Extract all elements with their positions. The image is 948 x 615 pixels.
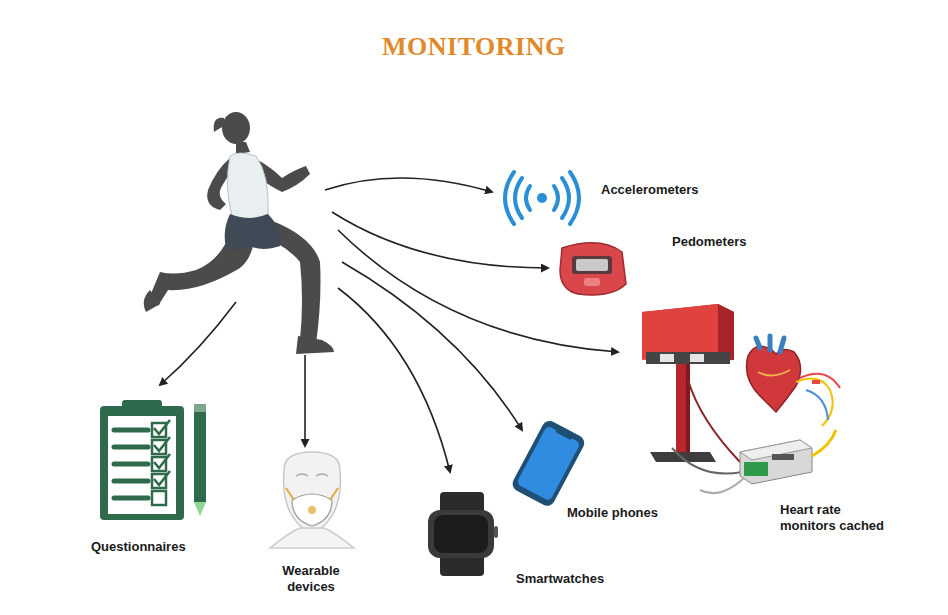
heart-rate-monitor-illustration-part <box>700 478 744 493</box>
questionnaire-icon-part-part <box>154 471 170 485</box>
tank-top <box>227 153 268 219</box>
device-label: Questionnaires <box>91 539 201 555</box>
smartwatch-icon <box>428 492 498 576</box>
shorts <box>225 214 281 250</box>
leader-arrows-part <box>325 178 492 192</box>
heart-rate-monitor-illustration-part <box>806 390 828 420</box>
questionnaire-icon-part-part <box>152 491 166 505</box>
heart-rate-monitor-illustration-part <box>642 304 718 360</box>
heart-rate-monitor-illustration-part <box>688 380 740 462</box>
questionnaire-icon-part-part <box>114 445 148 450</box>
leader-arrows-part <box>160 302 236 385</box>
heart-rate-monitor-illustration-part <box>676 364 686 452</box>
questionnaire-icon-part-part <box>114 462 148 467</box>
leader-arrows-part <box>338 288 450 472</box>
device-label: Wearable devices <box>271 563 351 595</box>
questionnaire-icon-part <box>194 410 206 502</box>
mobile-phone-icon-part <box>516 425 581 501</box>
pedometer-icon-part <box>560 243 626 295</box>
face-mask-icon <box>270 452 354 548</box>
heart-rate-monitor-illustration-part <box>796 378 833 426</box>
questionnaire-icon <box>100 400 206 520</box>
leader-arrows-part <box>342 262 522 430</box>
diagram-title: MONITORING <box>382 32 566 62</box>
heart-rate-monitor-illustration-part <box>812 430 836 456</box>
pedometer-icon-part <box>576 259 608 271</box>
runner-silhouette-part <box>222 112 250 144</box>
face-mask-icon-part <box>270 528 354 548</box>
runner-silhouette-part <box>144 290 160 312</box>
heart-rate-monitor-illustration-part <box>672 448 742 474</box>
questionnaire-icon-part <box>114 430 148 498</box>
heart-rate-monitor-illustration-part <box>740 440 812 460</box>
questionnaire-icon-part <box>194 502 206 516</box>
heart-rate-monitor-illustration-part <box>740 440 812 484</box>
runner-silhouette-part <box>214 118 224 132</box>
pedometer-icon-part <box>584 278 600 286</box>
smartwatch-icon-part <box>428 510 494 558</box>
heart-rate-monitor-illustration-part <box>690 354 704 362</box>
heart-rate-monitor-illustration-part <box>646 352 730 364</box>
face-mask-icon-part <box>308 506 316 514</box>
questionnaire-icon-part-part <box>114 479 148 484</box>
face-mask-icon-part <box>292 494 332 526</box>
questionnaire-icon-part-part <box>154 420 170 434</box>
accelerometer-icon-part <box>505 172 514 224</box>
accelerometer-icon-part <box>562 178 569 218</box>
questionnaire-icon-part <box>194 404 206 412</box>
heart-rate-monitor-illustration-part <box>642 304 734 364</box>
smartwatch-icon-part <box>494 526 498 538</box>
face-mask-icon-part <box>286 488 338 500</box>
device-label: Smartwatches <box>516 571 626 587</box>
heart-rate-monitor-illustration-part <box>686 364 690 452</box>
questionnaire-icon-part-part <box>114 496 148 501</box>
heart-rate-monitor-illustration-part <box>744 462 768 476</box>
heart-rate-monitor-illustration <box>642 304 840 493</box>
heart-rate-monitor-illustration-part <box>747 346 801 412</box>
face-mask-icon-part <box>296 474 328 476</box>
device-label: Pedometers <box>672 234 782 250</box>
accelerometer-icon-part <box>570 172 579 224</box>
pedometer-icon <box>560 243 626 295</box>
heart-rate-monitor-illustration-part <box>758 370 790 376</box>
heart-rate-monitor-illustration-part <box>718 304 734 360</box>
questionnaire-icon-part <box>108 416 176 514</box>
questionnaire-icon-part <box>100 406 184 520</box>
mobile-phone-icon-part <box>555 428 573 440</box>
questionnaire-icon-part-part <box>154 437 170 451</box>
accelerometer-icon-part <box>537 193 547 203</box>
questionnaire-icon-part-part <box>154 454 170 468</box>
mobile-phone-icon-part <box>510 418 587 508</box>
questionnaire-icon-part-part <box>114 428 148 433</box>
device-label: Heart rate monitors cached <box>780 502 895 534</box>
heart-rate-monitor-illustration-part <box>756 336 784 352</box>
mobile-phone-icon <box>510 418 587 508</box>
accelerometer-icon <box>505 172 579 224</box>
runner-silhouette-part <box>236 142 250 154</box>
face-mask-icon-part <box>284 452 341 532</box>
device-label: Mobile phones <box>567 505 677 521</box>
heart-rate-monitor-illustration-part <box>650 452 716 462</box>
runner-silhouette-part <box>296 336 334 354</box>
accelerometer-icon-part <box>554 186 558 210</box>
heart-rate-monitor-illustration-part <box>812 380 820 384</box>
runner-silhouette <box>144 112 334 354</box>
leader-arrows-part <box>304 355 306 446</box>
smartwatch-icon-part <box>434 515 488 553</box>
heart-rate-monitor-illustration-part <box>800 374 840 388</box>
questionnaire-icon-part <box>122 400 162 414</box>
heart-rate-monitor-illustration-part <box>660 354 674 362</box>
accelerometer-icon-part <box>515 178 522 218</box>
questionnaire-icon-part <box>152 420 170 505</box>
heart-rate-monitor-illustration-part <box>772 454 794 460</box>
device-label: Accelerometers <box>601 182 731 198</box>
accelerometer-icon-part <box>526 186 530 210</box>
pedometer-icon-part <box>572 256 612 274</box>
leader-arrows-part <box>332 212 548 268</box>
